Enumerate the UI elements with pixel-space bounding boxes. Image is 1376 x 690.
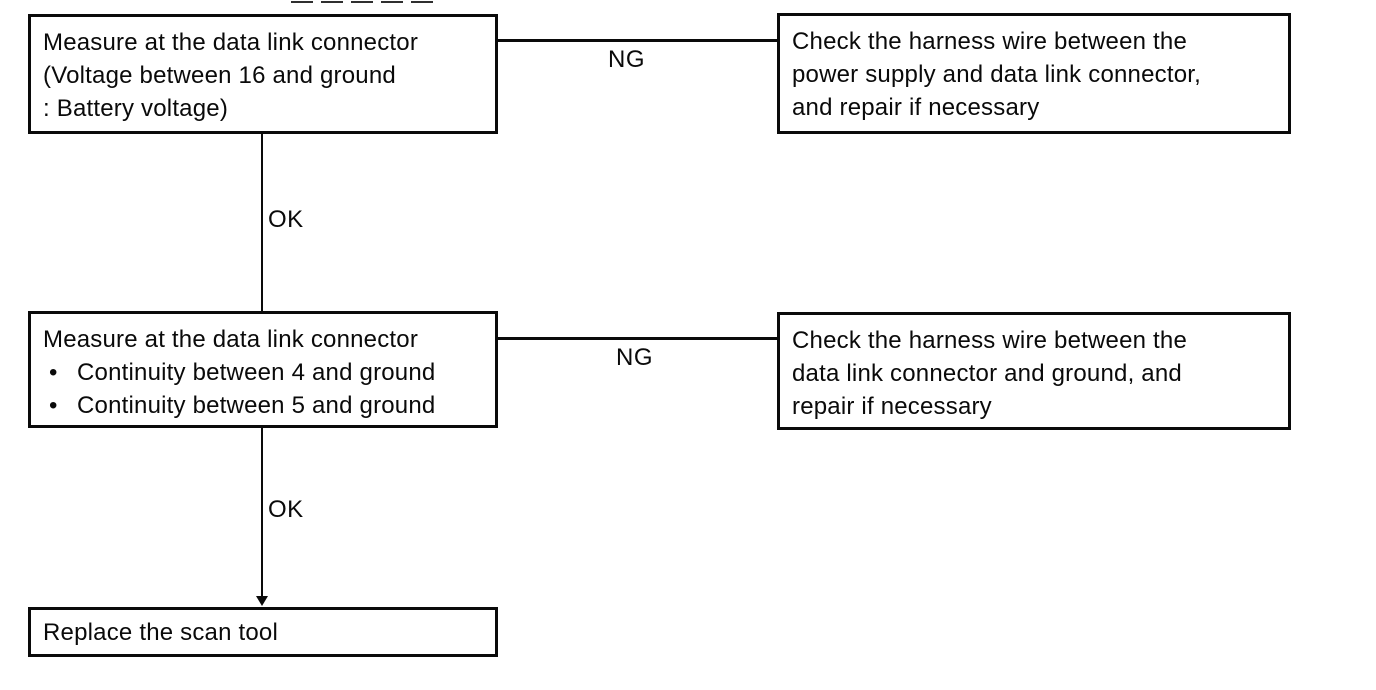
connector-ok-bottom [261,428,263,600]
edge-label-ok-top: OK [268,206,304,233]
connector-ng-middle [497,337,777,340]
node-measure-continuity: Measure at the data link connector • Con… [28,311,498,428]
node-text-line: data link connector and ground, and [792,360,1182,387]
edge-label-ng-top: NG [608,46,645,73]
node-check-ground-harness: Check the harness wire between the data … [777,312,1291,430]
node-text-line: Check the harness wire between the [792,327,1188,354]
node-text-line: and repair if necessary [792,94,1040,121]
bullet-item: • Continuity between 5 and ground [43,389,483,422]
node-replace-scan-tool: Replace the scan tool [28,607,498,657]
bullet-item: • Continuity between 4 and ground [43,356,483,389]
node-text-line: repair if necessary [792,393,992,420]
edge-label-ok-bottom: OK [268,496,304,523]
scan-artifact-line [291,1,439,3]
node-text-line: power supply and data link connector, [792,61,1201,88]
node-text-line: (Voltage between 16 and ground [43,62,396,89]
node-text-line: Measure at the data link connector [43,326,419,353]
bullet-icon: • [49,392,58,419]
bullet-text: Continuity between 5 and ground [77,392,436,419]
connector-ng-top [497,39,777,42]
node-measure-voltage: Measure at the data link connector (Volt… [28,14,498,134]
bullet-text: Continuity between 4 and ground [77,359,436,386]
node-text-line: Measure at the data link connector [43,29,419,56]
edge-label-ng-middle: NG [616,344,653,371]
node-check-power-harness: Check the harness wire between the power… [777,13,1291,134]
arrowhead-down-icon [256,596,268,606]
bullet-icon: • [49,359,58,386]
node-text-line: : Battery voltage) [43,95,229,122]
node-text-line: Replace the scan tool [43,618,279,646]
node-text-line: Check the harness wire between the [792,28,1188,55]
connector-ok-top [261,134,263,311]
